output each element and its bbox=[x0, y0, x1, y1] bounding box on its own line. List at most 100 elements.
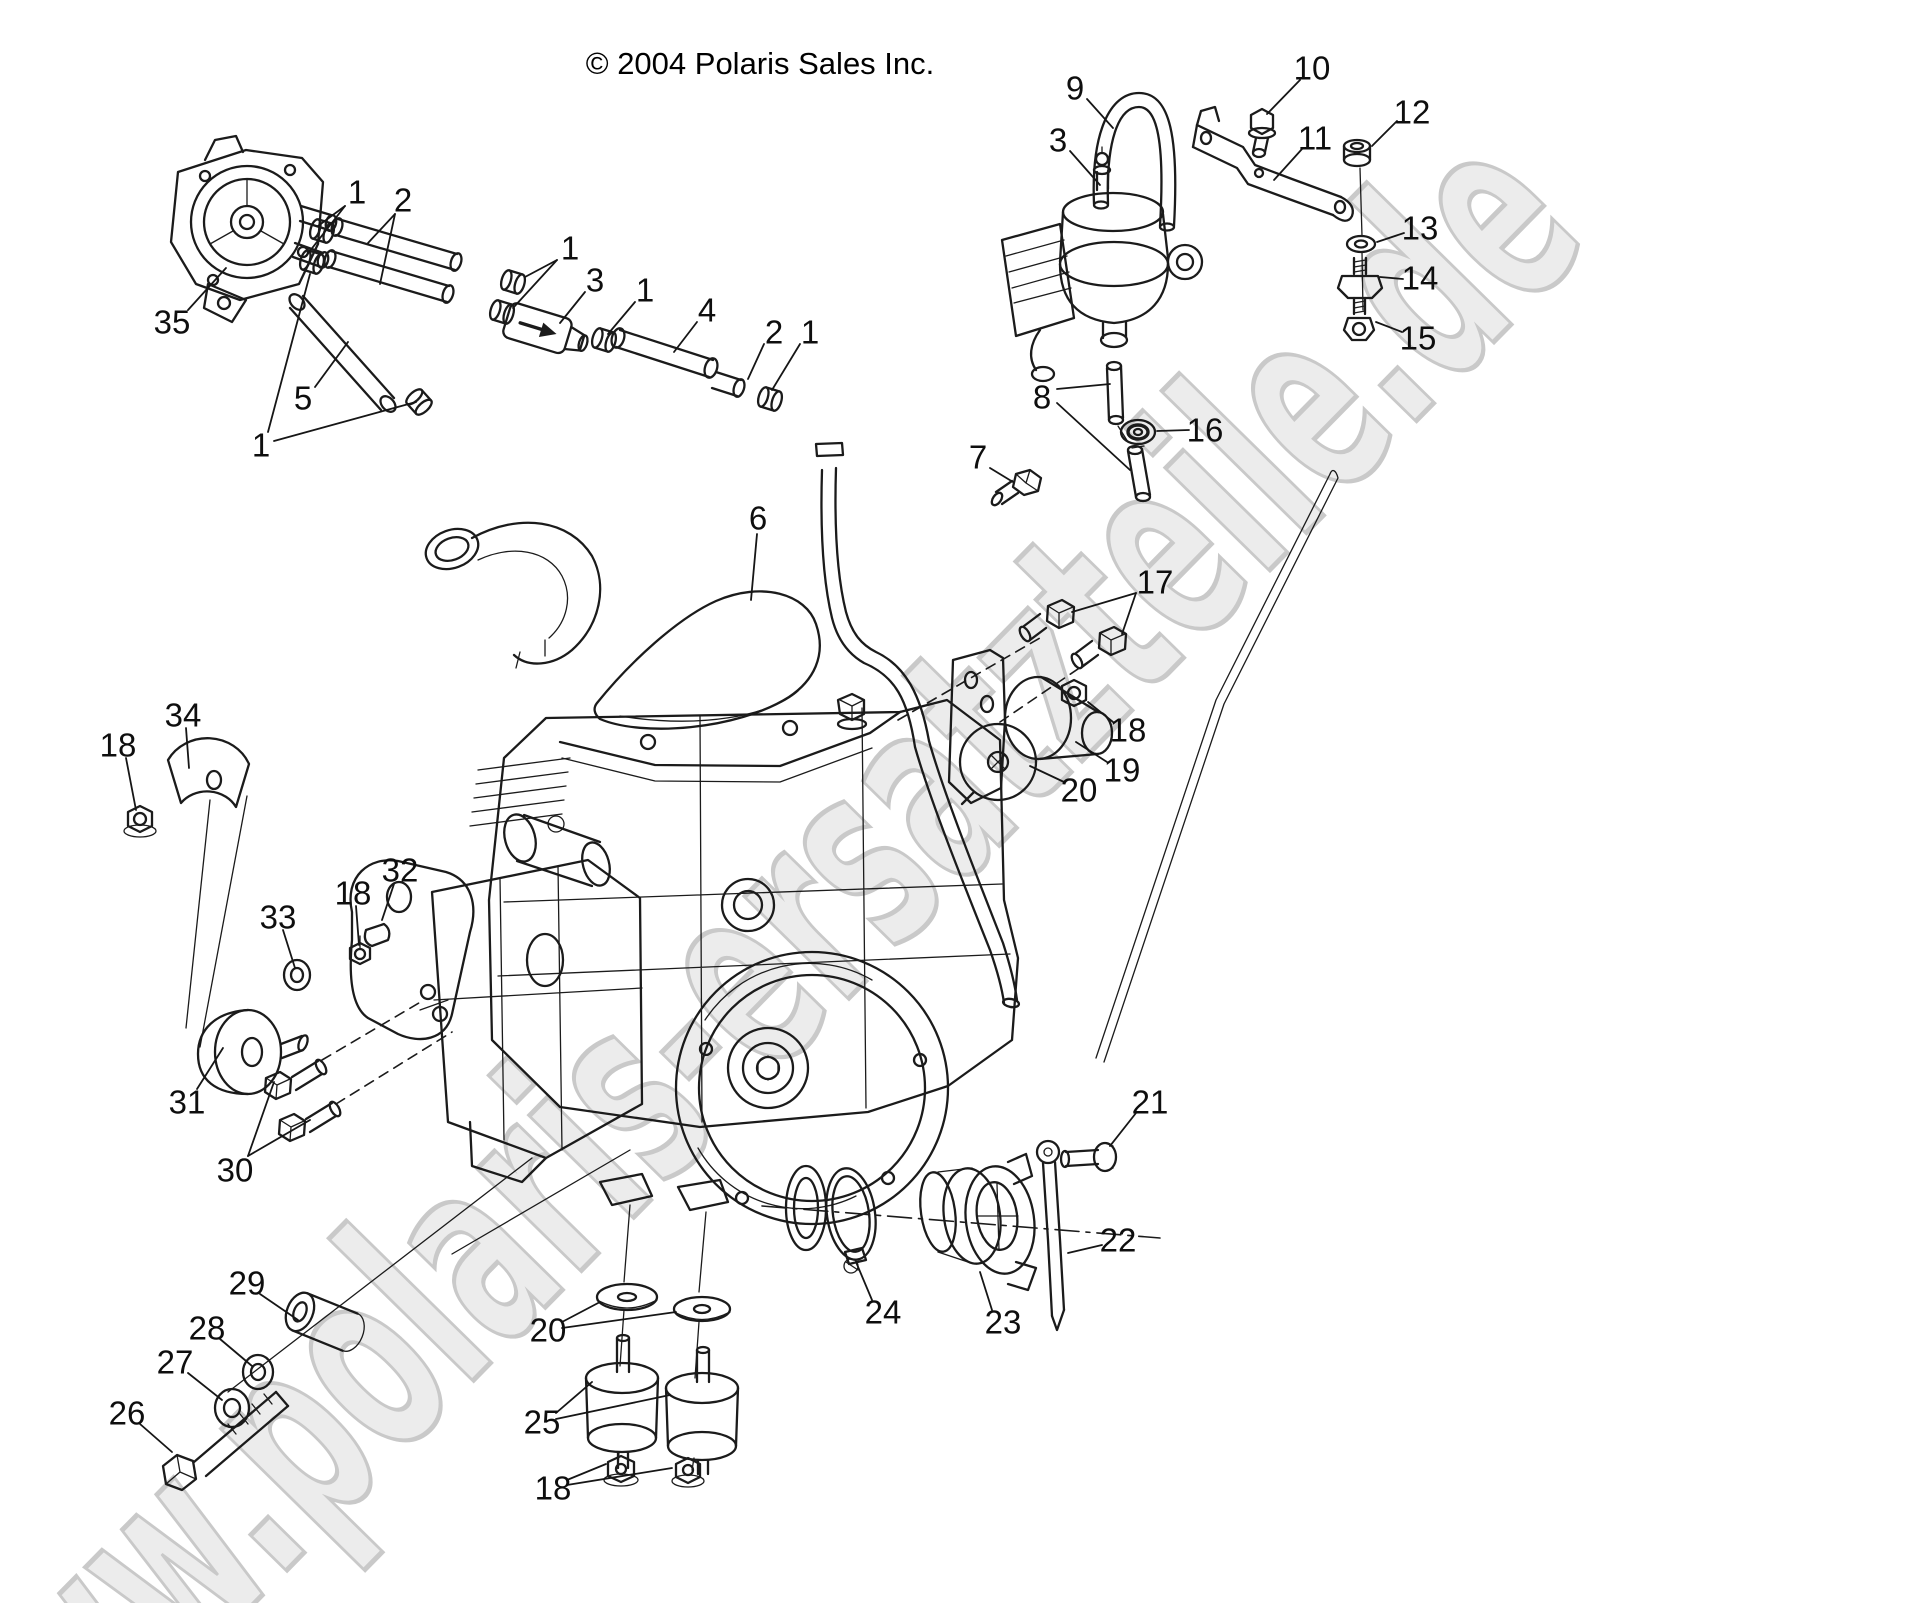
leader-line-3 bbox=[1069, 150, 1101, 186]
leader-line-2 bbox=[367, 213, 396, 244]
washer bbox=[595, 1282, 659, 1312]
callout-label-4: 4 bbox=[697, 291, 717, 329]
leader-line-1 bbox=[607, 301, 636, 335]
callout-label-18: 18 bbox=[334, 874, 372, 912]
bolt bbox=[161, 1390, 290, 1492]
bolt bbox=[263, 1058, 328, 1101]
callout-label-28: 28 bbox=[188, 1309, 226, 1347]
leader-line-20 bbox=[561, 1311, 677, 1329]
callout-label-17: 17 bbox=[1136, 563, 1174, 601]
leader-line-19 bbox=[1075, 741, 1108, 763]
callout-label-1: 1 bbox=[800, 313, 820, 351]
leader-line-3 bbox=[559, 291, 586, 324]
callout-label-20: 20 bbox=[1060, 771, 1098, 809]
dipstick bbox=[1035, 1139, 1066, 1332]
spacer bbox=[284, 1291, 365, 1352]
callout-label-26: 26 bbox=[108, 1394, 146, 1432]
callout-label-34: 34 bbox=[164, 696, 202, 734]
leader-line-35 bbox=[187, 267, 227, 311]
rubber-mount bbox=[196, 1008, 309, 1096]
leader-line-1 bbox=[273, 401, 417, 442]
callout-label-25: 25 bbox=[523, 1403, 561, 1441]
callout-label-18: 18 bbox=[534, 1469, 572, 1507]
leader-line-16 bbox=[1156, 429, 1190, 432]
callout-label-19: 19 bbox=[1103, 751, 1141, 789]
leader-line-11 bbox=[1273, 148, 1303, 181]
bolt bbox=[277, 1100, 342, 1143]
left-mount-group bbox=[123, 737, 475, 1143]
flange-nut bbox=[1060, 678, 1088, 708]
leader-line-26 bbox=[139, 1423, 173, 1453]
leader-line-18 bbox=[125, 757, 137, 811]
leader-line-20 bbox=[561, 1301, 601, 1323]
leader-line-8 bbox=[1056, 383, 1111, 390]
callout-label-5: 5 bbox=[293, 379, 313, 417]
leader-line-10 bbox=[1266, 79, 1301, 115]
leader-line-30 bbox=[247, 1119, 311, 1157]
callout-label-20: 20 bbox=[529, 1311, 567, 1349]
leader-line-4 bbox=[673, 321, 698, 353]
intake-boot-group bbox=[761, 1152, 1161, 1292]
flange-nut bbox=[123, 804, 157, 838]
hose-clamp bbox=[405, 388, 433, 416]
carb-boot bbox=[919, 1152, 1038, 1292]
leader-line-1 bbox=[524, 259, 558, 278]
callout-label-3: 3 bbox=[585, 261, 605, 299]
leader-line-2 bbox=[747, 343, 765, 380]
copyright-text: © 2004 Polaris Sales Inc. bbox=[585, 46, 935, 81]
callout-label-10: 10 bbox=[1293, 49, 1331, 87]
leader-line-1 bbox=[305, 205, 346, 257]
leader-line-1 bbox=[512, 259, 558, 309]
leader-line-21 bbox=[1109, 1112, 1137, 1147]
leader-line-13 bbox=[1376, 232, 1405, 243]
bolt bbox=[1070, 625, 1128, 670]
callout-label-15: 15 bbox=[1399, 319, 1437, 357]
callout-label-3: 3 bbox=[1048, 121, 1068, 159]
leader-line-17 bbox=[1121, 592, 1137, 635]
vent-u-hose bbox=[1092, 91, 1177, 232]
bolt bbox=[1018, 598, 1076, 643]
leader-line-2 bbox=[379, 213, 396, 285]
callout-label-12: 12 bbox=[1393, 93, 1431, 131]
bolt bbox=[1247, 107, 1277, 159]
leader-line-6 bbox=[750, 533, 758, 601]
rubber-mount bbox=[664, 1345, 740, 1476]
bottom-mount-group bbox=[584, 1282, 740, 1488]
callout-label-18: 18 bbox=[1109, 711, 1147, 749]
callout-label-2: 2 bbox=[764, 313, 784, 351]
leader-line-14 bbox=[1379, 276, 1404, 280]
flange-nut bbox=[671, 1456, 705, 1488]
leader-line-7 bbox=[989, 467, 1014, 483]
lower-left-bolt-group bbox=[161, 1157, 533, 1492]
leader-line-22 bbox=[1067, 1244, 1103, 1254]
callout-label-6: 6 bbox=[748, 499, 768, 537]
vent-tubes bbox=[1105, 360, 1157, 503]
carburetor-assembly bbox=[990, 91, 1384, 507]
callout-label-30: 30 bbox=[216, 1151, 254, 1189]
washer bbox=[241, 1353, 275, 1391]
callout-label-32: 32 bbox=[381, 851, 419, 889]
leader-line-1 bbox=[317, 205, 346, 227]
callout-label-13: 13 bbox=[1401, 209, 1439, 247]
leader-lines bbox=[125, 79, 1405, 1486]
washer bbox=[1345, 234, 1377, 254]
callout-label-11: 11 bbox=[1297, 119, 1333, 157]
callout-label-9: 9 bbox=[1065, 69, 1085, 107]
nut bbox=[1342, 316, 1376, 342]
washer bbox=[213, 1387, 251, 1429]
callout-label-2: 2 bbox=[393, 181, 413, 219]
callout-label-7: 7 bbox=[968, 438, 988, 476]
callout-label-1: 1 bbox=[251, 426, 271, 464]
leader-line-9 bbox=[1086, 98, 1114, 129]
washer bbox=[282, 958, 312, 992]
leader-line-15 bbox=[1375, 321, 1403, 333]
leader-line-12 bbox=[1371, 120, 1398, 147]
bolt bbox=[1059, 1141, 1118, 1173]
leader-line-18 bbox=[355, 905, 360, 946]
leader-line-8 bbox=[1056, 402, 1131, 471]
leader-line-29 bbox=[259, 1293, 299, 1321]
callout-label-31: 31 bbox=[168, 1083, 206, 1121]
callout-label-14: 14 bbox=[1401, 259, 1439, 297]
